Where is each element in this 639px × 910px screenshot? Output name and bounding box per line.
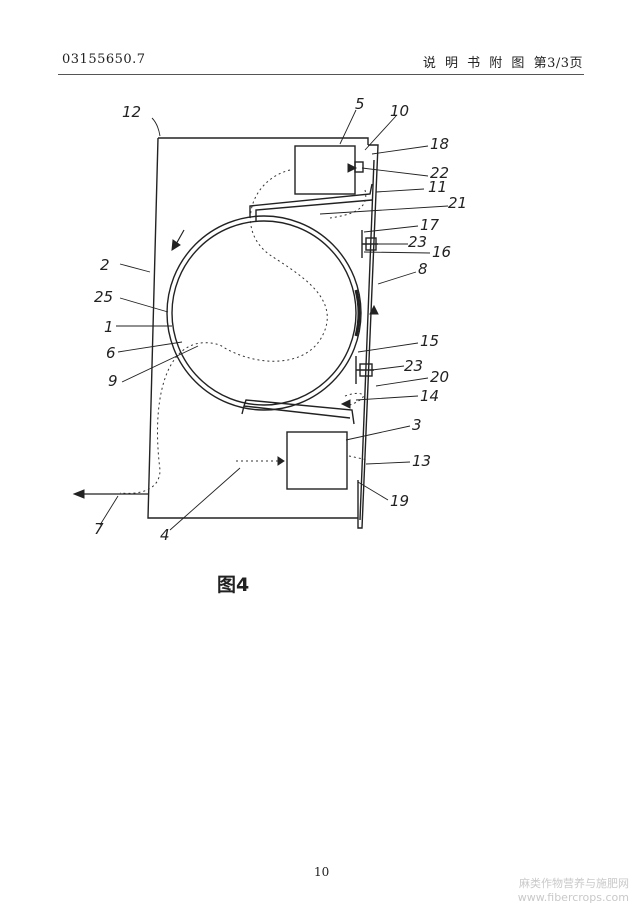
header-rule bbox=[58, 74, 584, 75]
watermark-url: www.fibercrops.com bbox=[517, 891, 629, 904]
label-14: 14 bbox=[420, 387, 439, 405]
label-5: 5 bbox=[355, 95, 365, 113]
airflow-lower bbox=[344, 392, 364, 406]
airflow-main bbox=[119, 169, 328, 494]
front-wall bbox=[359, 159, 375, 521]
connector-22 bbox=[354, 161, 364, 173]
watermark: 麻类作物营养与施肥网 www.fibercrops.com bbox=[518, 877, 629, 905]
label-7: 7 bbox=[94, 520, 104, 538]
door-seal bbox=[354, 289, 361, 337]
label-10: 10 bbox=[390, 102, 409, 120]
figure-caption: 图4 bbox=[217, 574, 250, 596]
label-3: 3 bbox=[412, 416, 422, 434]
label-13: 13 bbox=[412, 452, 431, 470]
label-23-bottom: 23 bbox=[404, 357, 423, 375]
drum-inner bbox=[171, 220, 357, 406]
unit-box-3 bbox=[286, 431, 348, 490]
label-22: 22 bbox=[430, 164, 449, 182]
label-17: 17 bbox=[420, 216, 440, 234]
label-4: 4 bbox=[160, 526, 170, 544]
page-number: 10 bbox=[314, 865, 330, 879]
label-8: 8 bbox=[418, 260, 428, 278]
airflow-upper bbox=[329, 189, 367, 219]
airflow-13 bbox=[348, 455, 369, 461]
label-18: 18 bbox=[430, 135, 449, 153]
label-25: 25 bbox=[94, 288, 113, 306]
label-19: 19 bbox=[390, 492, 409, 510]
label-21: 21 bbox=[448, 194, 467, 212]
label-15: 15 bbox=[420, 332, 439, 350]
cabinet-outline bbox=[147, 137, 379, 529]
watermark-cn: 麻类作物营养与施肥网 bbox=[519, 877, 629, 890]
drum-outer bbox=[166, 215, 362, 411]
top-duct bbox=[249, 183, 373, 222]
label-23-top: 23 bbox=[408, 233, 427, 251]
label-9: 9 bbox=[108, 372, 118, 390]
baffle-15 bbox=[355, 356, 374, 384]
label-20: 20 bbox=[430, 368, 449, 386]
label-1: 1 bbox=[104, 318, 114, 336]
bottom-duct bbox=[241, 399, 355, 425]
sheet-label: 说 明 书 附 图 第3/3页 bbox=[422, 56, 583, 71]
label-12: 12 bbox=[122, 103, 141, 121]
document-number: 03155650.7 bbox=[62, 52, 146, 67]
unit-box-5 bbox=[294, 145, 356, 195]
label-11: 11 bbox=[428, 178, 447, 196]
label-2: 2 bbox=[100, 256, 110, 274]
label-16: 16 bbox=[432, 243, 451, 261]
label-6: 6 bbox=[106, 344, 116, 362]
